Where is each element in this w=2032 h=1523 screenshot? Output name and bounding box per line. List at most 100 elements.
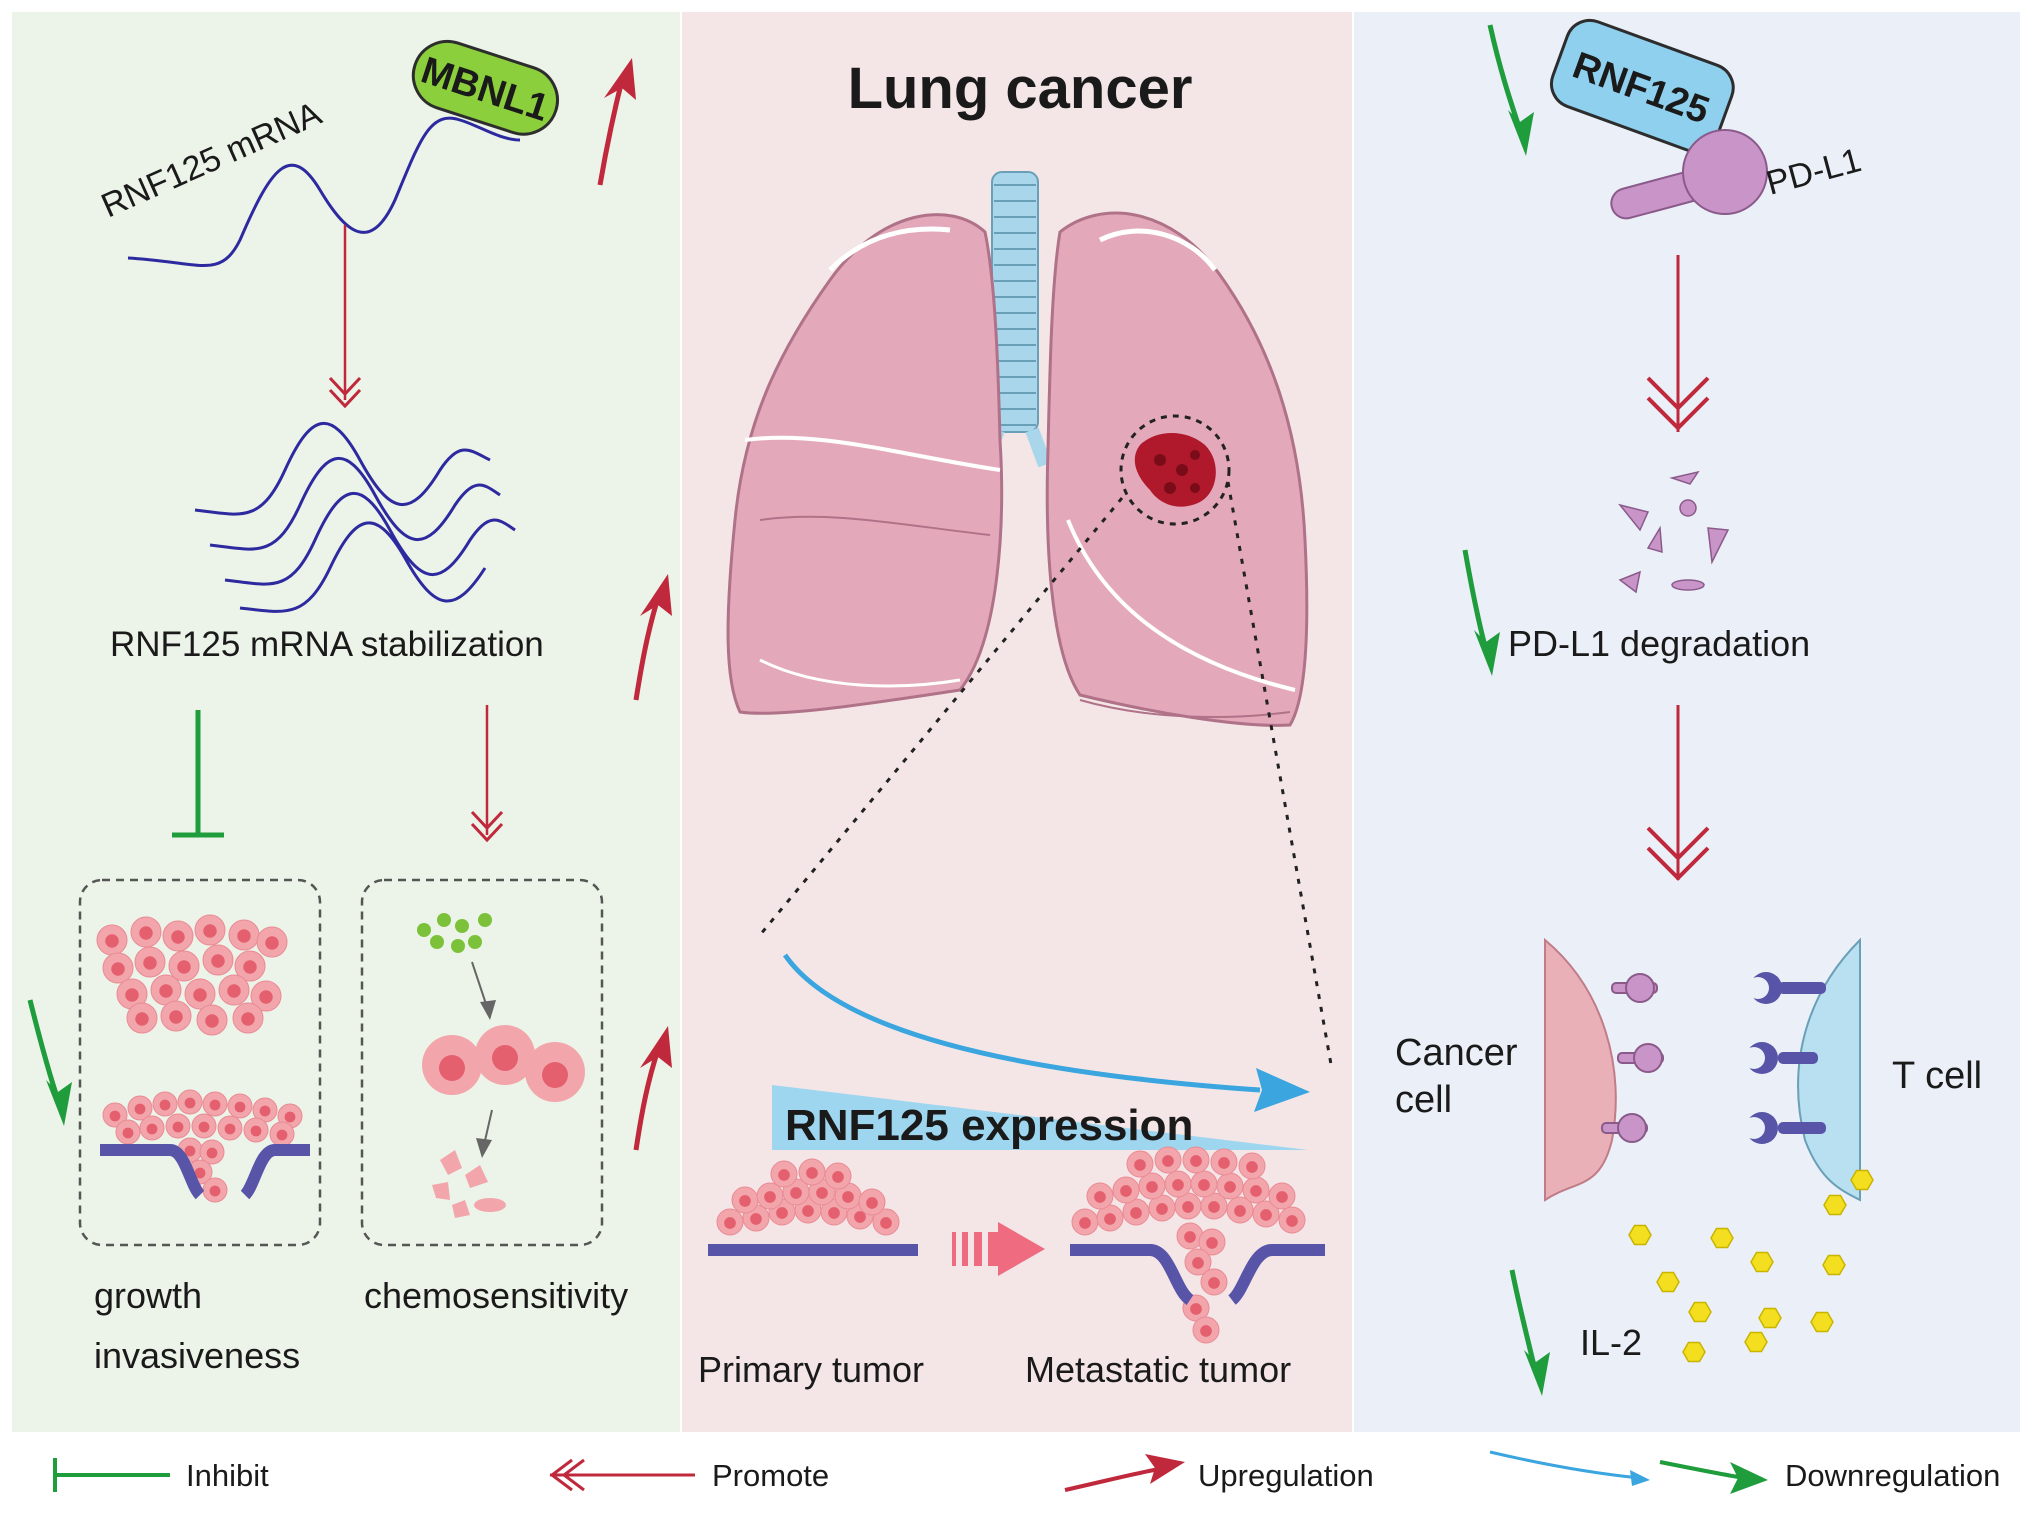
legend-downregulation-label: Downregulation xyxy=(1785,1458,2000,1493)
legend-upregulation-symbol xyxy=(1064,1454,1185,1492)
il2-molecule xyxy=(1656,1271,1680,1293)
il2-molecule xyxy=(1810,1311,1834,1333)
primary-tumor-cell xyxy=(716,1208,744,1236)
growth-label: growth xyxy=(94,1275,202,1316)
il2-molecule xyxy=(1758,1307,1782,1329)
metastatic-tumor-cell xyxy=(1154,1146,1182,1174)
metastatic-tumor-cell xyxy=(1242,1176,1270,1204)
cancer-cells-large xyxy=(422,1025,585,1102)
promote-arrow-1 xyxy=(328,225,362,409)
metastatic-tumor-cell xyxy=(1182,1294,1210,1322)
pdl1-receptors xyxy=(1601,973,1664,1143)
dead-cell-fragments xyxy=(432,1150,506,1218)
downregulation-arrow-pdl1 xyxy=(1462,549,1500,676)
invasiveness-label: invasiveness xyxy=(94,1335,300,1376)
invading-cell xyxy=(202,1177,228,1203)
chemosensitivity-label: chemosensitivity xyxy=(364,1275,628,1316)
pdl1-degradation-label: PD-L1 degradation xyxy=(1508,623,1810,664)
metastatic-tumor-cell xyxy=(1216,1172,1244,1200)
metastatic-tumor-label: Metastatic tumor xyxy=(1025,1349,1291,1390)
tumor-cell xyxy=(96,924,128,956)
upregulation-arrow-mbnl1 xyxy=(597,58,636,186)
expression-label: RNF125 expression xyxy=(785,1101,1193,1150)
il2-molecule xyxy=(1710,1227,1734,1249)
il2-molecule xyxy=(1750,1251,1774,1273)
zoom-line-left xyxy=(758,497,1124,936)
tumor-cell xyxy=(134,946,166,978)
tumor-cell xyxy=(162,920,194,952)
tumor-cell xyxy=(218,974,250,1006)
tumor-cell xyxy=(160,1000,192,1032)
lung-tumor xyxy=(1134,432,1216,507)
metastatic-tumor-cell xyxy=(1278,1206,1306,1234)
metastatic-tumor-cell xyxy=(1126,1150,1154,1178)
pd1-receptors xyxy=(1740,972,1826,1144)
promote-arrow-right-2 xyxy=(1646,705,1710,881)
promote-arrow-right-1 xyxy=(1646,255,1710,432)
lung-cancer-title: Lung cancer xyxy=(848,56,1193,121)
invading-cell xyxy=(177,1089,203,1115)
invading-cell xyxy=(269,1121,295,1147)
invading-cell xyxy=(202,1091,228,1117)
drug-arrow-1 xyxy=(471,961,496,1020)
drug-particles xyxy=(417,913,492,953)
primary-tumor-cell xyxy=(756,1182,784,1210)
metastatic-tumor-cell xyxy=(1184,1248,1212,1276)
invading-cell xyxy=(191,1113,217,1139)
metastatic-tumor-cell xyxy=(1182,1146,1210,1174)
tumor-cell xyxy=(194,914,226,946)
metastatic-tumor xyxy=(1070,1146,1325,1344)
primary-tumor-cell xyxy=(872,1208,900,1236)
rnf125-trend-arrow xyxy=(782,953,1310,1112)
metastatic-tumor-cell xyxy=(1268,1182,1296,1210)
legend-promote-symbol xyxy=(549,1458,695,1492)
primary-tumor-cell xyxy=(824,1162,852,1190)
t-cell-label: T cell xyxy=(1892,1055,1982,1097)
il2-molecule xyxy=(1822,1254,1846,1276)
legend-downregulation-symbol xyxy=(1489,1450,1768,1494)
trachea xyxy=(978,171,1052,468)
metastatic-tumor-cell xyxy=(1096,1204,1124,1232)
metastatic-tumor-cell xyxy=(1071,1208,1099,1236)
t-cell-shape xyxy=(1797,937,1861,1202)
invading-cell xyxy=(243,1117,269,1143)
invading-cell xyxy=(127,1095,153,1121)
il2-label: IL-2 xyxy=(1580,1322,1642,1363)
primary-tumor xyxy=(708,1158,918,1256)
primary-tumor-cell xyxy=(858,1188,886,1216)
cancer-cell-label-line2: cell xyxy=(1395,1079,1452,1121)
invading-cell xyxy=(227,1093,253,1119)
downregulation-arrow-growth xyxy=(27,999,72,1126)
tumor-highlight-circle xyxy=(1119,414,1231,526)
tumor-cell xyxy=(130,916,162,948)
promote-arrow-2 xyxy=(470,705,504,843)
cancer-cell-label-line1: Cancer xyxy=(1395,1032,1518,1074)
metastatic-tumor-cell xyxy=(1210,1148,1238,1176)
tumor-cell xyxy=(228,919,260,951)
legend-inhibit-symbol xyxy=(53,1458,170,1492)
invading-cell xyxy=(115,1119,141,1145)
primary-tumor-cell xyxy=(731,1186,759,1214)
il2-cytokines xyxy=(1628,1169,1874,1363)
il2-molecule xyxy=(1688,1301,1712,1323)
tumor-cell xyxy=(202,944,234,976)
tumor-cell xyxy=(126,1002,158,1034)
zoom-line-right xyxy=(1226,481,1334,1071)
legend: Inhibit Promote Upregulation Downregulat… xyxy=(53,1450,2000,1494)
tumor-cell xyxy=(150,974,182,1006)
primary-tumor-cell xyxy=(770,1160,798,1188)
il2-molecule xyxy=(1628,1224,1652,1246)
il2-molecule xyxy=(1744,1331,1768,1353)
metastatic-tumor-cell xyxy=(1086,1182,1114,1210)
pdl1-fragments xyxy=(1618,470,1730,594)
drug-arrow-2 xyxy=(476,1109,493,1158)
metastatic-tumor-cell xyxy=(1198,1228,1226,1256)
growth-invasion xyxy=(100,1089,310,1203)
invading-cell xyxy=(217,1115,243,1141)
tumor-cell xyxy=(184,978,216,1010)
invading-cell xyxy=(152,1091,178,1117)
tumor-cell xyxy=(234,950,266,982)
tumor-cell xyxy=(196,1004,228,1036)
downregulation-arrow-il2 xyxy=(1509,1269,1550,1396)
tumor-cell xyxy=(232,1002,264,1034)
